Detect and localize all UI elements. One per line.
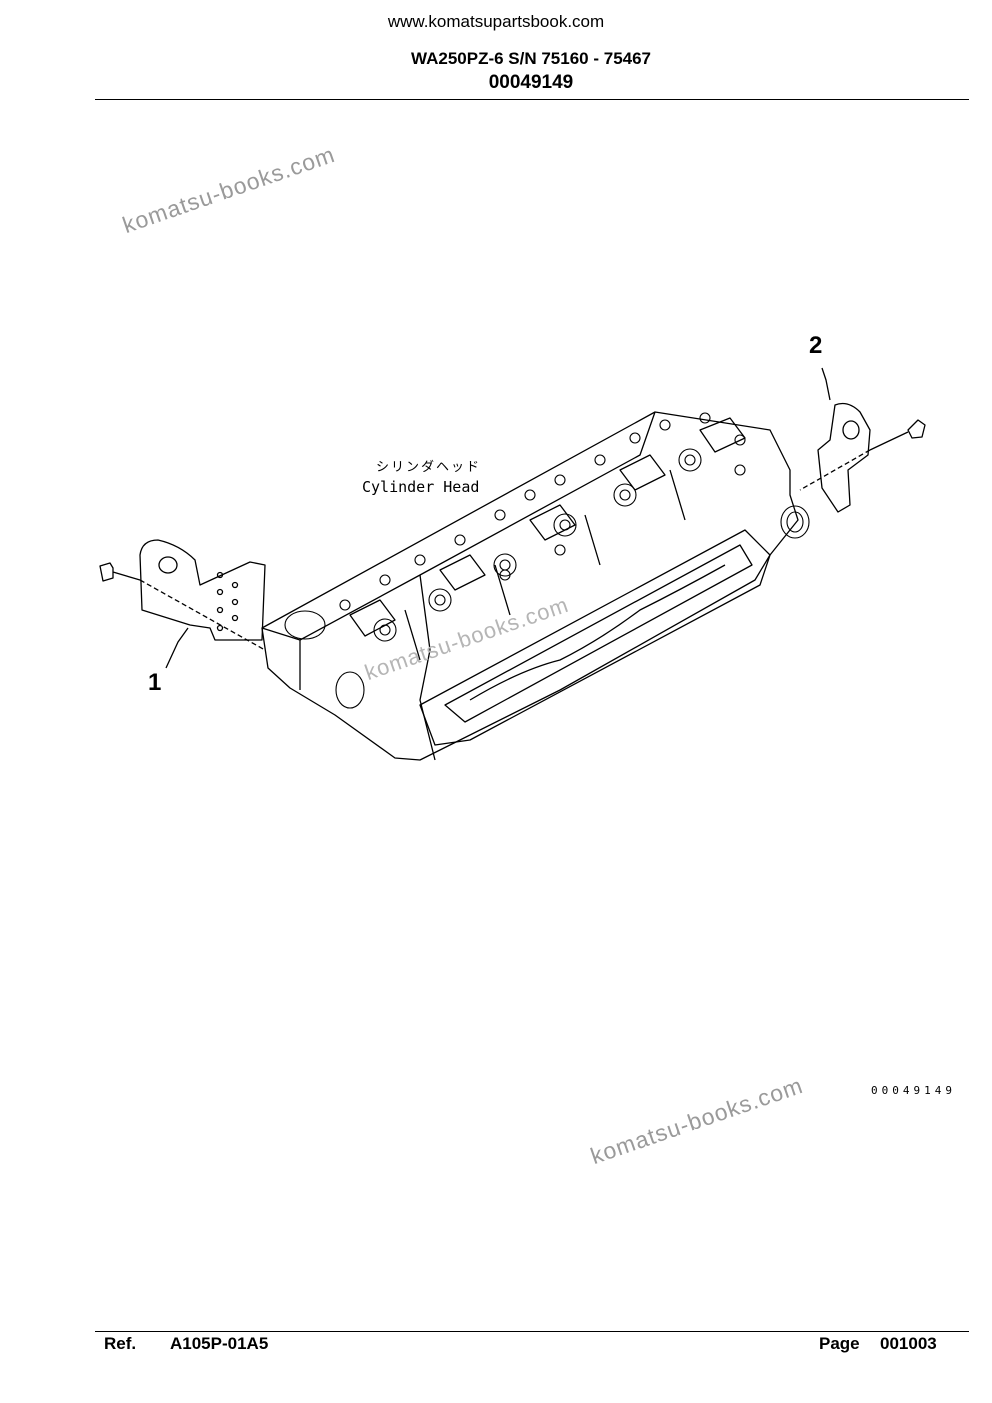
label-jp-cylinder-head: シリンダヘッド (376, 459, 482, 474)
bolt-2 (869, 419, 926, 451)
callout-2: 2 (809, 332, 823, 359)
bolt-1 (99, 562, 141, 582)
callout-1: 1 (148, 669, 162, 696)
model-serial-title: WA250PZ-6 S/N 75160 - 75467 (410, 49, 652, 68)
label-cylinder-head: Cylinder Head (362, 478, 480, 496)
bracket-2 (817, 402, 871, 513)
page-label: Page (819, 1334, 860, 1353)
footer-divider (95, 1331, 969, 1332)
document-number: 00049149 (488, 72, 574, 93)
cylinder-head-outline (261, 411, 799, 761)
site-url: www.komatsupartsbook.com (387, 12, 605, 31)
drawing-number: 00049149 (871, 1084, 956, 1097)
bracket-1 (139, 539, 266, 641)
gasket-plate (419, 529, 771, 746)
ref-label: Ref. (104, 1334, 137, 1353)
ref-value: A105P-01A5 (170, 1334, 269, 1353)
page-value: 001003 (880, 1334, 937, 1353)
header-divider (95, 99, 969, 100)
